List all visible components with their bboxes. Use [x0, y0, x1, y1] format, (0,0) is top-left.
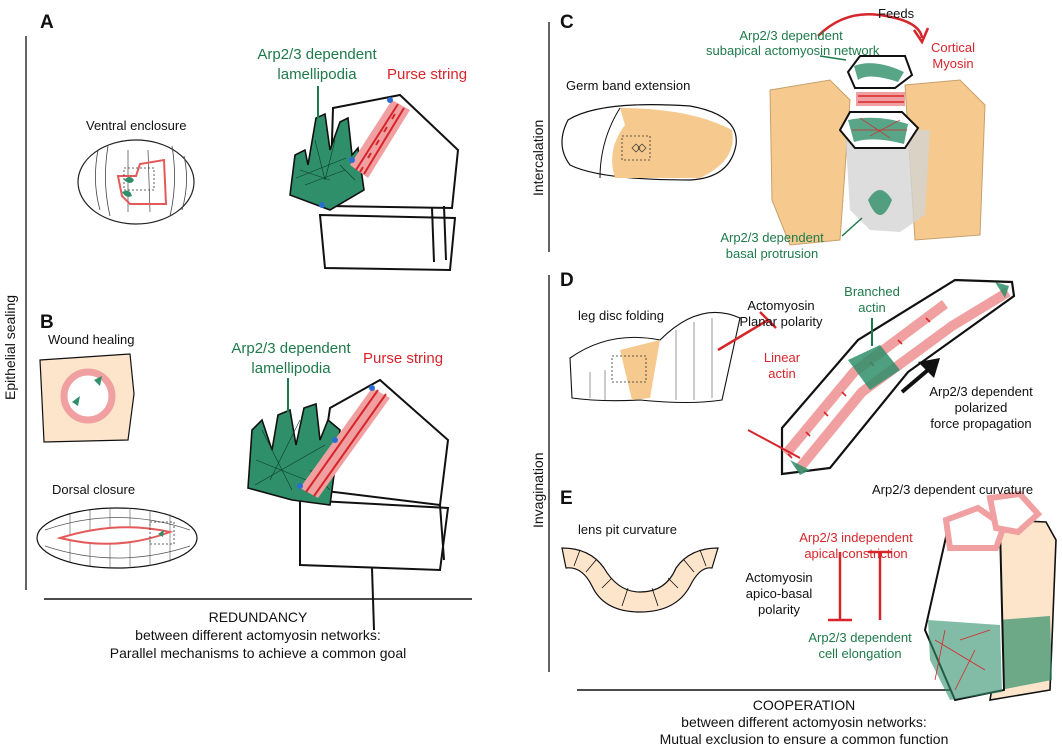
panel-d-green-line2: actin [858, 300, 886, 315]
panel-e-green-line1: Arp2/3 dependent [808, 630, 912, 645]
panel-b-red-label: Purse string [363, 350, 444, 367]
panel-b-letter: B [40, 312, 54, 333]
panel-b-context-2: Dorsal closure [52, 482, 136, 497]
panel-e-black-line1: Actomyosin [745, 570, 813, 585]
panel-e-black-line3: polarity [758, 602, 800, 617]
intercalation-label: Intercalation [530, 119, 546, 196]
footer-left-line2: between different actomyosin networks: [135, 627, 381, 643]
panel-d-black-line2: Planar polarity [739, 314, 823, 329]
panel-c-letter: C [560, 12, 574, 33]
lens-pit-illustration [561, 547, 719, 613]
ventral-enclosure-embryo [77, 139, 195, 225]
panel-b-cells [247, 378, 450, 631]
dorsal-closure-embryo [36, 507, 198, 569]
panel-d-right-line2: polarized [954, 400, 1008, 415]
panel-d-letter: D [560, 270, 574, 291]
panel-d-context: leg disc folding [578, 308, 664, 323]
panel-c-feeds: Feeds [878, 6, 915, 21]
intercalation-cells [769, 12, 986, 246]
panel-b-green-label-line2: lamellipodia [251, 360, 331, 377]
footer-left-line1: REDUNDANCY [208, 609, 308, 625]
footer-left-line3: Parallel mechanisms to achieve a common … [109, 645, 407, 661]
panel-e-context: lens pit curvature [578, 522, 677, 537]
panel-c-green-top-line1: Arp2/3 dependent [739, 28, 843, 43]
panel-d-right-line3: force propagation [930, 416, 1032, 431]
panel-d-green-line1: Branched [844, 284, 900, 299]
panel-e-top-label: Arp2/3 dependent curvature [872, 482, 1034, 497]
panel-d-red-line2: actin [768, 366, 796, 381]
footer-right-line1: COOPERATION [752, 697, 856, 713]
panel-a-green-label-line1: Arp2/3 dependent [257, 46, 377, 63]
panel-e-red-line2: apical constriction [804, 546, 908, 561]
panel-b-context-1: Wound healing [48, 332, 135, 347]
panel-e-black-line2: apico-basal [745, 586, 813, 601]
panel-c-red-line1: Cortical [930, 40, 976, 55]
panel-a-letter: A [40, 12, 54, 33]
panel-e-red-line1: Arp2/3 independent [799, 530, 913, 545]
panel-c-red-line2: Myosin [932, 56, 974, 71]
leg-disc-illustration [569, 311, 741, 404]
panel-d-red-line1: Linear [763, 350, 801, 365]
panel-e-letter: E [560, 488, 573, 509]
footer-right-line2: between different actomyosin networks: [681, 714, 927, 730]
panel-e-green-line2: cell elongation [818, 646, 902, 661]
panel-c-green-top-line2: subapical actomyosin network [706, 43, 880, 58]
curvature-cells [828, 490, 1057, 702]
panel-d-right-line1: Arp2/3 dependent [929, 384, 1033, 399]
panel-a-context: Ventral enclosure [86, 118, 187, 133]
panel-a-green-label-line2: lamellipodia [277, 66, 357, 83]
panel-a-red-label: Purse string [387, 66, 468, 83]
invagination-label: Invagination [530, 452, 546, 528]
panel-c-green-bottom-line2: basal protrusion [725, 246, 819, 261]
epithelial-sealing-label: Epithelial sealing [2, 294, 18, 400]
wound-healing-illustration [39, 353, 135, 443]
polarized-cells [717, 278, 1016, 476]
panel-a-cells [289, 86, 460, 272]
panel-c-green-bottom-line1: Arp2/3 dependent [720, 230, 824, 245]
panel-c-context: Germ band extension [566, 78, 691, 93]
footer-right-line3: Mutual exclusion to ensure a common func… [659, 731, 949, 747]
panel-d-black-line1: Actomyosin [747, 298, 815, 313]
panel-b-green-label-line1: Arp2/3 dependent [231, 340, 351, 357]
germ-band-embryo [561, 104, 737, 181]
